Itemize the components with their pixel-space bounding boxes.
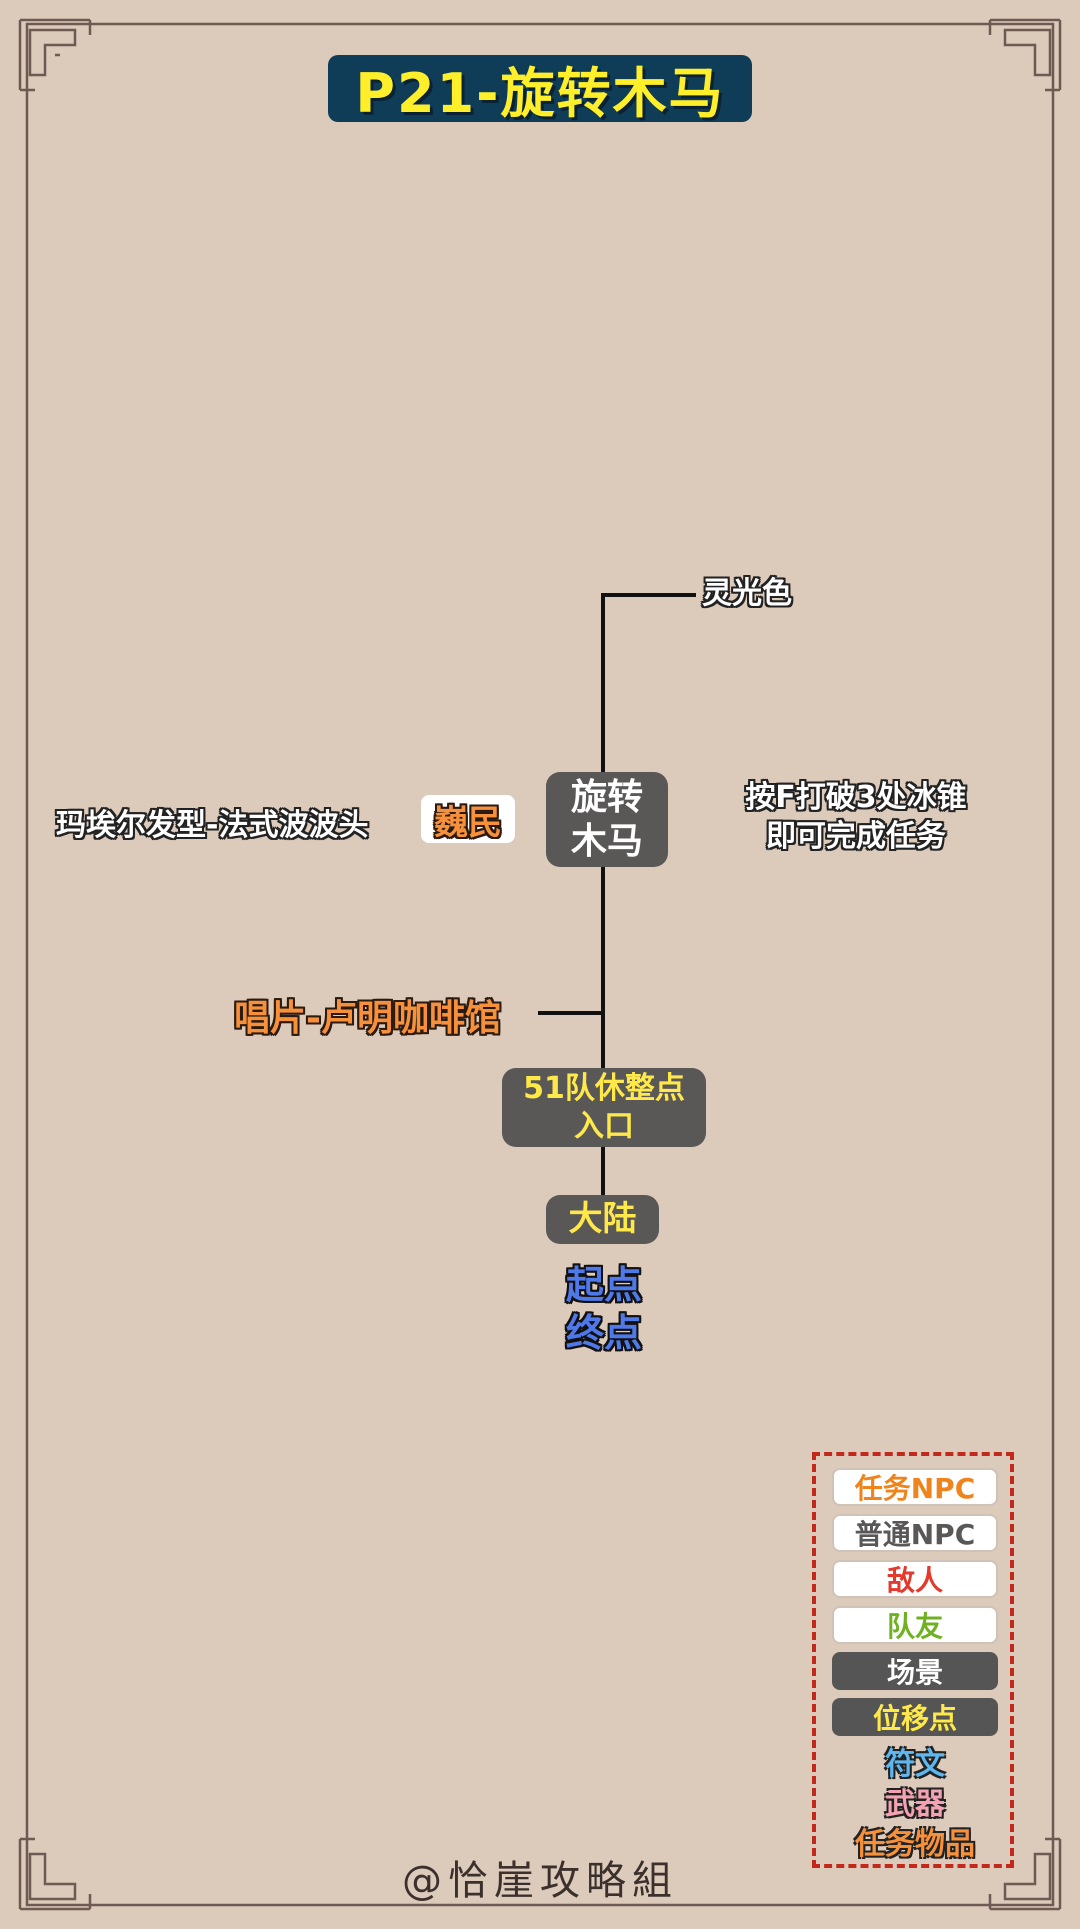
legend-teleport: 位移点 (832, 1698, 998, 1736)
page-title: P21-旋转木马 (355, 62, 725, 125)
title-banner: P21-旋转木马 (328, 55, 752, 125)
legend-weapon: 武器 (832, 1782, 998, 1822)
connector-to-record (538, 1011, 603, 1015)
legend-task-npc-label: 任务NPC (854, 1472, 976, 1505)
start-label: 起点 (565, 1263, 642, 1307)
footer-credit: @恰崖攻略組 (402, 1858, 678, 1904)
task-tip: 按F打破3处冰锥 即可完成任务 (716, 778, 996, 856)
connector-vertical-top (601, 593, 605, 773)
node-rest-line2: 入口 (574, 1108, 634, 1144)
npc-weimin-label: 巍民 (434, 802, 502, 843)
legend-scene: 场景 (832, 1652, 998, 1690)
legend-teleport-label: 位移点 (872, 1702, 957, 1735)
legend-weapon-label: 武器 (885, 1787, 945, 1822)
legend-teammate-label: 队友 (886, 1610, 943, 1643)
legend-rune: 符文 (832, 1742, 998, 1782)
legend-teammate: 队友 (832, 1606, 998, 1644)
legend-normal-npc: 普通NPC (832, 1514, 998, 1552)
node-rest-line1: 51队休整点 (523, 1071, 685, 1106)
legend-task-npc: 任务NPC (832, 1468, 998, 1506)
npc-weimin-badge: 巍民 (421, 795, 515, 843)
connector-vertical-mid (601, 866, 605, 1068)
legend-enemy-label: 敌人 (886, 1564, 943, 1597)
legend-task-item: 任务物品 (832, 1822, 998, 1862)
record-label: 唱片-卢明咖啡馆 (234, 998, 501, 1039)
legend-task-item-label: 任务物品 (855, 1827, 975, 1862)
task-tip-line1: 按F打破3处冰锥 (745, 780, 967, 815)
legend-enemy: 敌人 (832, 1560, 998, 1598)
connector-vertical-bottom (601, 1146, 605, 1196)
legend: 任务NPC 普通NPC 敌人 队友 场景 位移点 符文 武器 任务物品 (812, 1452, 1014, 1868)
node-carousel-line2: 木马 (570, 820, 643, 862)
end-label: 终点 (565, 1310, 642, 1355)
node-mainland: 大陆 (546, 1195, 659, 1244)
start-end-label: 起点 终点 (542, 1262, 666, 1357)
node-carousel-line1: 旋转 (570, 777, 643, 819)
connector-to-aura (601, 593, 696, 597)
legend-normal-npc-label: 普通NPC (854, 1518, 976, 1551)
aura-color-label: 灵光色 (702, 576, 792, 611)
task-tip-line2: 即可完成任务 (766, 819, 946, 854)
legend-scene-label: 场景 (886, 1656, 943, 1689)
legend-rune-label: 符文 (885, 1747, 945, 1782)
node-carousel: 旋转 木马 (546, 772, 668, 867)
node-mainland-label: 大陆 (568, 1199, 637, 1240)
node-rest-entrance: 51队休整点 入口 (502, 1068, 706, 1147)
hairstyle-label: 玛埃尔发型-法式波波头 (56, 808, 369, 843)
